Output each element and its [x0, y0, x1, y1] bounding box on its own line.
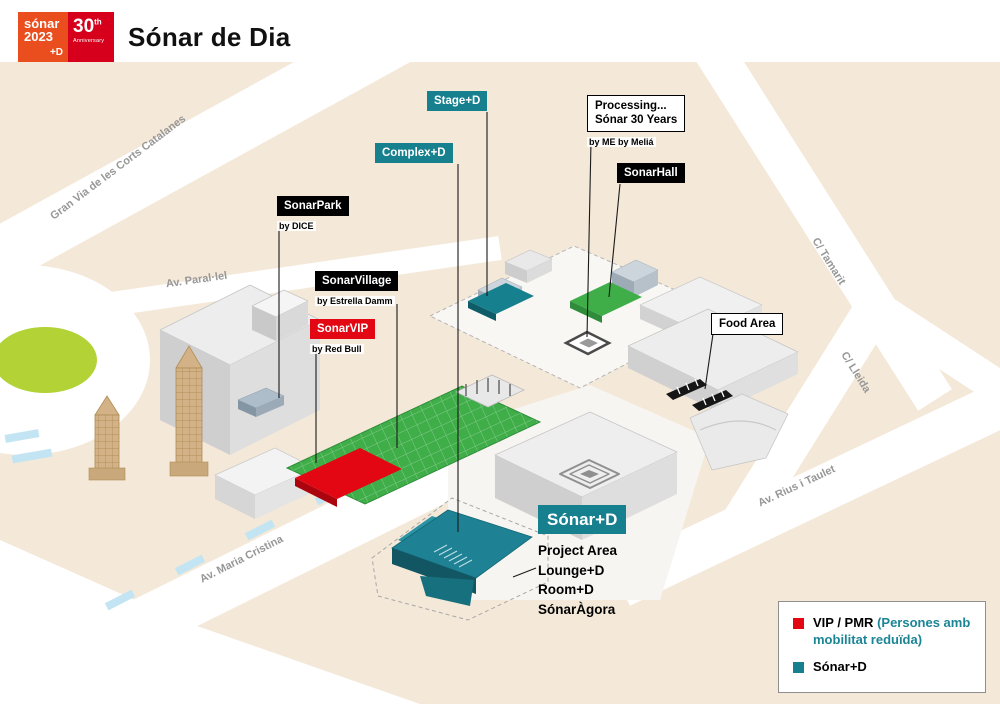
legend-vip-note: (Persones amb mobilitat reduïda) — [813, 615, 971, 647]
anniversary-logo: 30th Anniversary — [68, 12, 114, 62]
legend-row-sonar-d: Sónar+D — [793, 659, 971, 676]
anniversary-word: Anniversary — [73, 38, 105, 44]
logo-plusd-text: +D — [49, 47, 63, 58]
legend-row-vip: VIP / PMR (Persones amb mobilitat reduïd… — [793, 615, 971, 649]
logo-brand-text: sónar — [24, 16, 60, 31]
sonar-2023-logo: sónar 2023 +D — [18, 12, 68, 62]
label-sonarpark: SonarPark by DICE — [277, 196, 349, 234]
processing-marker — [563, 330, 612, 356]
logo-year-text: 2023 — [24, 29, 53, 44]
stage-d-tag: Stage+D — [427, 91, 488, 112]
sonarhall-tag: SonarHall — [617, 163, 685, 184]
sonarvip-by: by Red Bull — [310, 344, 364, 355]
label-food-area: Food Area — [711, 313, 784, 336]
building-sonarpark — [237, 387, 285, 417]
label-complex-d: Complex+D — [375, 143, 453, 164]
complex-d-tag: Complex+D — [375, 143, 453, 164]
processing-by: by ME by Meliá — [587, 136, 656, 147]
sonar-plus-d-item: Room+D — [538, 582, 594, 598]
stage-d-area — [468, 283, 534, 321]
sonar-plus-d-item: Project Area — [538, 543, 618, 559]
sonarpark-tag: SonarPark — [277, 196, 349, 217]
street-rius-i-taulet — [610, 379, 1000, 606]
sonarvip-tag: SonarVIP — [310, 319, 376, 340]
venetian-tower-1 — [88, 395, 126, 481]
label-processing: Processing... Sónar 30 Years by ME by Me… — [587, 95, 686, 150]
street-junction — [870, 295, 1000, 409]
label-sonarvip: SonarVIP by Red Bull — [310, 319, 376, 357]
sonar-plus-d-items: Project Area Lounge+D Room+D SónarÀgora — [538, 541, 626, 619]
legend-vip-label: VIP / PMR — [813, 615, 874, 630]
sonar-plus-d-complex — [371, 497, 549, 621]
street-gran-via — [0, 0, 439, 288]
venetian-towers — [88, 345, 209, 481]
food-area-tag: Food Area — [711, 313, 784, 336]
sonar-plus-d-item: SónarÀgora — [538, 601, 616, 617]
leader-line-processing — [586, 140, 592, 338]
anniversary-number: 30th — [73, 16, 102, 37]
sonarpark-by: by DICE — [277, 221, 316, 232]
building-se-curved — [689, 393, 789, 471]
sonar-plus-d-item: Lounge+D — [538, 562, 605, 578]
legend: VIP / PMR (Persones amb mobilitat reduïd… — [778, 601, 986, 693]
legend-sonar-d-swatch — [793, 661, 804, 673]
label-sonarhall: SonarHall — [617, 163, 685, 184]
food-stalls — [666, 378, 733, 411]
sonarvillage-by: by Estrella Damm — [315, 296, 395, 307]
sonar-plus-d-tag: Sónar+D — [538, 505, 627, 535]
processing-tag: Processing... Sónar 30 Years — [587, 95, 686, 132]
sonarvip-area — [295, 448, 402, 507]
page-title: Sónar de Dia — [128, 22, 291, 52]
processing-line1: Processing... — [595, 100, 667, 112]
sonar-plus-d-dashed-zone — [371, 497, 549, 621]
leader-line-sonarhall — [608, 183, 621, 298]
building-north-small — [504, 249, 553, 283]
leader-lines — [278, 112, 714, 578]
label-sonarvillage: SonarVillage by Estrella Damm — [315, 271, 399, 309]
legend-vip-text: VIP / PMR (Persones amb mobilitat reduïd… — [813, 615, 971, 649]
label-sonar-plus-d: Sónar+D Project Area Lounge+D Room+D Són… — [538, 505, 627, 620]
leader-line-food-area — [704, 333, 714, 390]
legend-sonar-d-label: Sónar+D — [813, 658, 867, 674]
anniversary-suffix: th — [94, 17, 102, 27]
street-paral-lel — [68, 236, 502, 322]
leader-line-sonar-plus-d — [512, 567, 537, 578]
legend-vip-swatch — [793, 618, 804, 629]
sonarvillage-tag: SonarVillage — [315, 271, 399, 292]
roundabout-green — [0, 327, 97, 393]
processing-line2: Sónar 30 Years — [595, 114, 678, 127]
venetian-tower-2 — [169, 345, 209, 477]
label-stage-d: Stage+D — [427, 91, 488, 112]
plaza-espanya-apron — [0, 540, 420, 704]
